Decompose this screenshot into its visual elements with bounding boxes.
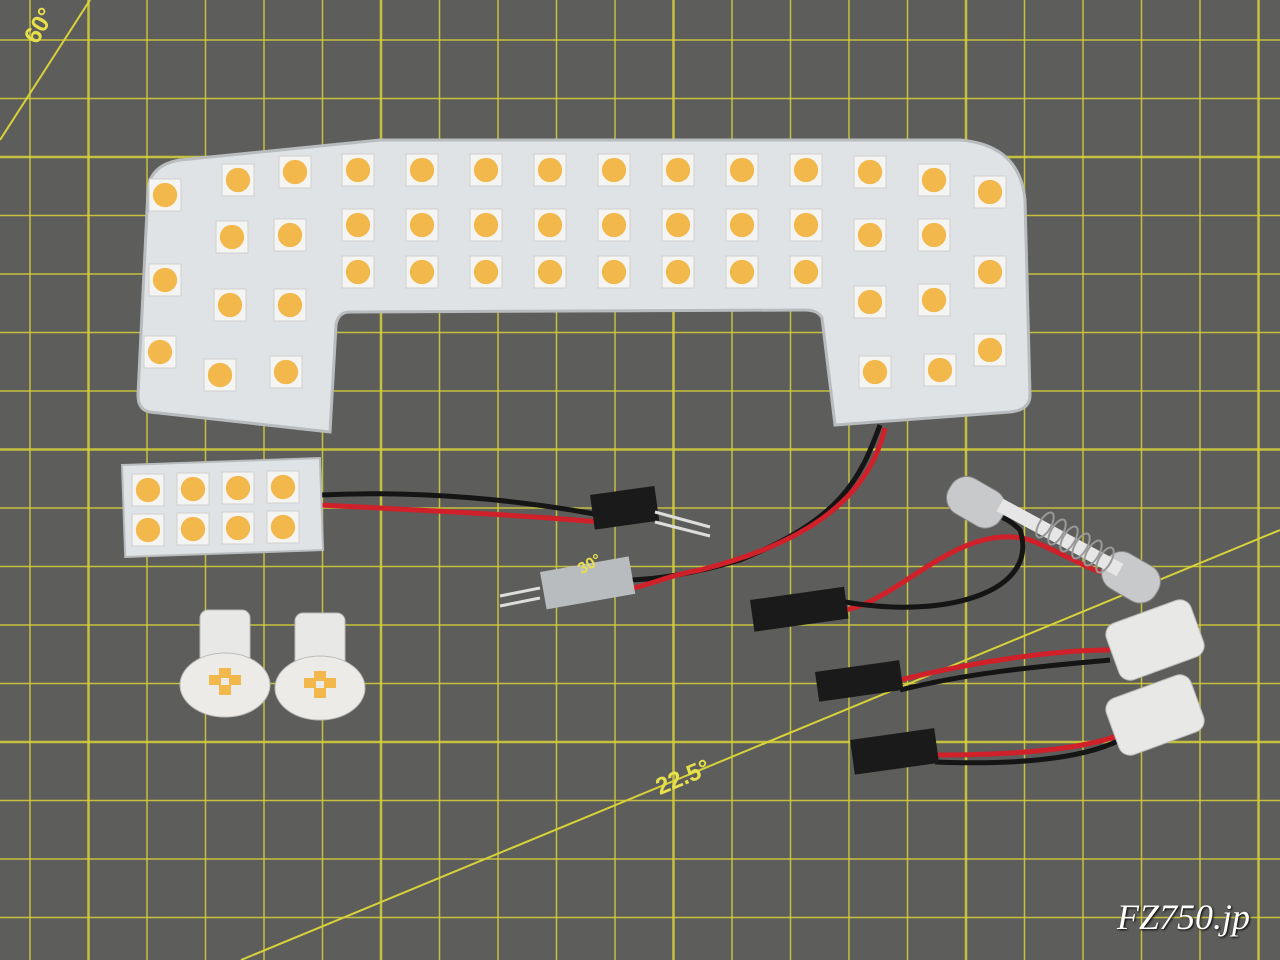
smd-led-emitter [152, 182, 178, 208]
smd-led-emitter [147, 339, 173, 365]
t10-smd-led [304, 678, 316, 688]
smd-led-emitter [921, 222, 947, 248]
connector-housing [590, 485, 660, 530]
smd-led-emitter [225, 515, 251, 541]
festoon-spring [1047, 518, 1067, 546]
smd-led-emitter [345, 212, 371, 238]
smd-led-emitter [135, 477, 161, 503]
connector-housing [815, 660, 904, 702]
smd-led-emitter [665, 212, 691, 238]
smd-led-emitter [180, 476, 206, 502]
t10-smd-led [314, 688, 326, 698]
wire [934, 737, 1122, 766]
smd-led-emitter [729, 259, 755, 285]
smd-led-emitter [921, 167, 947, 193]
smd-led-emitter [793, 157, 819, 183]
connector-pin [499, 596, 541, 608]
smd-led-emitter [270, 514, 296, 540]
festoon-cap [946, 476, 1006, 529]
t10-smd-led [219, 685, 231, 695]
smd-led-emitter [857, 222, 883, 248]
festoon-spring [1035, 511, 1055, 539]
connector-housing [540, 556, 636, 610]
smd-led-emitter [537, 259, 563, 285]
smd-led-emitter [665, 259, 691, 285]
festoon-spring [1095, 546, 1115, 574]
t10-wedge-bulb [1105, 599, 1205, 681]
smd-led-emitter [152, 267, 178, 293]
festoon-spring [1083, 539, 1103, 567]
smd-led-emitter [921, 287, 947, 313]
smd-led-emitter [977, 337, 1003, 363]
t10-smd-led [314, 671, 326, 681]
smd-led-emitter [793, 259, 819, 285]
watermark: FZ750.jp [1116, 897, 1250, 937]
smd-led-emitter [857, 159, 883, 185]
smd-led-emitter [180, 516, 206, 542]
connector-pin [654, 510, 711, 529]
smd-led-emitter [601, 212, 627, 238]
smd-led-emitter [977, 259, 1003, 285]
smd-led-emitter [225, 475, 251, 501]
connector-housing [750, 586, 849, 632]
smd-led-emitter [207, 362, 233, 388]
connector-housing [850, 728, 940, 775]
smd-led-emitter [665, 157, 691, 183]
wire [319, 502, 601, 525]
smd-led-emitter [537, 212, 563, 238]
t10-smd-led [219, 668, 231, 678]
smd-led-emitter [282, 159, 308, 185]
wire [624, 427, 888, 593]
smd-led-emitter [473, 259, 499, 285]
t10-smd-led [324, 678, 336, 688]
connector-pin [654, 520, 711, 538]
smd-led-emitter [537, 157, 563, 183]
smd-led-emitter [409, 157, 435, 183]
smd-led-emitter [729, 157, 755, 183]
wire [934, 732, 1121, 758]
smd-led-emitter [217, 292, 243, 318]
festoon-spring [1071, 532, 1091, 560]
t10-smd-led [229, 675, 241, 685]
smd-led-emitter [601, 157, 627, 183]
smd-led-emitter [135, 517, 161, 543]
smd-led-emitter [409, 259, 435, 285]
smd-led-emitter [277, 222, 303, 248]
smd-led-emitter [473, 157, 499, 183]
smd-led-emitter [345, 157, 371, 183]
t10-wedge-bulb [1105, 674, 1205, 756]
wire [899, 647, 1111, 683]
smd-led-emitter [601, 259, 627, 285]
smd-led-emitter [277, 292, 303, 318]
wire [899, 657, 1111, 693]
smd-led-emitter [270, 474, 296, 500]
smd-led-emitter [977, 179, 1003, 205]
smd-led-emitter [862, 359, 888, 385]
festoon-spring [1059, 525, 1079, 553]
smd-led-emitter [473, 212, 499, 238]
smd-led-emitter [927, 357, 953, 383]
angle-line [0, 0, 91, 141]
smd-led-emitter [225, 167, 251, 193]
connector-pin [499, 586, 541, 598]
angle-line [240, 529, 1280, 960]
smd-led-emitter [345, 259, 371, 285]
t10-smd-led [209, 675, 221, 685]
smd-led-emitter [409, 212, 435, 238]
smd-led-emitter [857, 289, 883, 315]
smd-led-emitter [219, 224, 245, 250]
smd-led-emitter [793, 212, 819, 238]
smd-led-emitter [273, 359, 299, 385]
wire [319, 491, 601, 518]
wire [844, 512, 1026, 610]
smd-led-emitter [729, 212, 755, 238]
